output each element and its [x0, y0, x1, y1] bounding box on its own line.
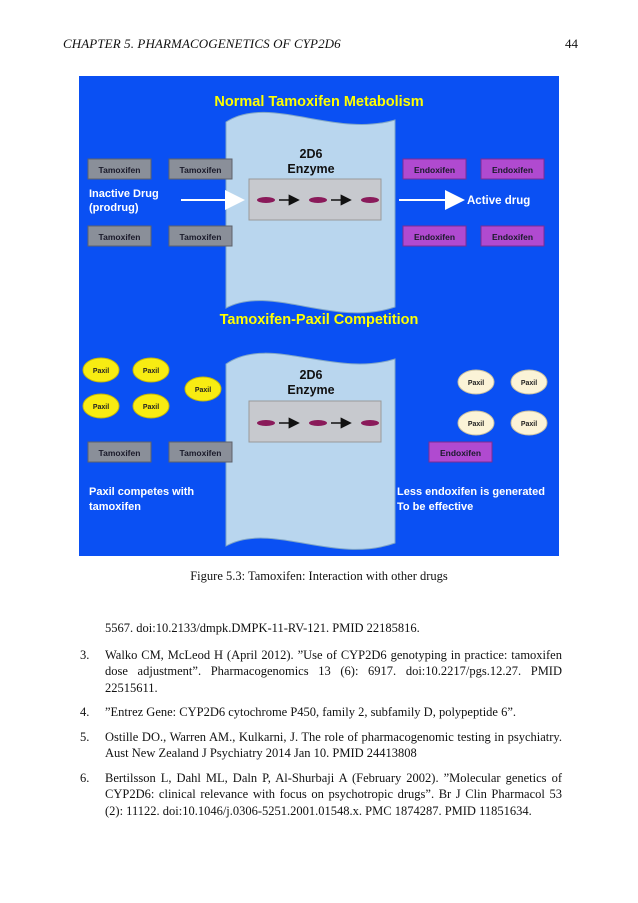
- references-list: 5567. doi:10.2133/dmpk.DMPK-11-RV-121. P…: [77, 620, 562, 827]
- reference-text: 5567. doi:10.2133/dmpk.DMPK-11-RV-121. P…: [105, 621, 420, 635]
- reference-text: ”Entrez Gene: CYP2D6 cytochrome P450, fa…: [105, 705, 517, 719]
- endoxifen-box: [480, 158, 545, 180]
- tamoxifen-label: Tamoxifen: [180, 232, 222, 242]
- reference-item: 4. ”Entrez Gene: CYP2D6 cytochrome P450,…: [77, 704, 562, 721]
- page-number: 44: [565, 36, 578, 51]
- paxil-label: Paxil: [521, 380, 537, 387]
- less-endoxifen-label-2: To be effective: [397, 501, 473, 513]
- molecule-dot: [361, 420, 379, 426]
- paxil-pill-white: [510, 369, 548, 395]
- enzyme-label-line2: Enzyme: [287, 162, 334, 176]
- paxil-label: Paxil: [521, 421, 537, 428]
- reference-number: 4.: [80, 705, 90, 719]
- paxil-pill-white: [510, 410, 548, 436]
- tamoxifen-label: Tamoxifen: [99, 232, 141, 242]
- reference-item: 6. Bertilsson L, Dahl ML, Daln P, Al-Shu…: [77, 770, 562, 820]
- paxil-pill: [184, 376, 222, 402]
- prodrug-label: (prodrug): [89, 202, 139, 214]
- tamoxifen-box: [168, 441, 233, 463]
- paxil-label: Paxil: [143, 404, 159, 411]
- tamoxifen-box: [87, 225, 152, 247]
- tamoxifen-box: [168, 158, 233, 180]
- paxil-pill: [82, 393, 120, 419]
- endoxifen-label: Endoxifen: [492, 165, 533, 175]
- tamoxifen-label: Tamoxifen: [99, 448, 141, 458]
- molecule-dot: [309, 197, 327, 203]
- endoxifen-label: Endoxifen: [440, 448, 481, 458]
- reference-number: 6.: [80, 770, 90, 785]
- reference-text: Ostille DO., Warren AM., Kulkarni, J. Th…: [105, 729, 562, 761]
- endoxifen-label: Endoxifen: [492, 232, 533, 242]
- paxil-pill-white: [457, 369, 495, 395]
- endoxifen-box: [402, 225, 467, 247]
- paxil-pill: [132, 393, 170, 419]
- enzyme-label-line1: 2D6: [300, 368, 323, 382]
- endoxifen-box: [480, 225, 545, 247]
- tamoxifen-box: [87, 441, 152, 463]
- endoxifen-box: [428, 441, 493, 463]
- endoxifen-label: Endoxifen: [414, 232, 455, 242]
- top-panel-title: Normal Tamoxifen Metabolism: [214, 94, 423, 110]
- endoxifen-label: Endoxifen: [414, 165, 455, 175]
- paxil-pill: [82, 357, 120, 383]
- enzyme-label-line2: Enzyme: [287, 383, 334, 397]
- paxil-label: Paxil: [468, 421, 484, 428]
- paxil-label: Paxil: [93, 368, 109, 375]
- molecule-dot: [361, 197, 379, 203]
- reference-number: 3.: [80, 647, 90, 662]
- enzyme-label-line1: 2D6: [300, 147, 323, 161]
- paxil-label: Paxil: [143, 368, 159, 375]
- figure-svg: Normal Tamoxifen Metabolism 2D6 Enzyme T…: [82, 94, 548, 550]
- reference-text: Walko CM, McLeod H (April 2012). ”Use of…: [105, 647, 562, 695]
- running-header: CHAPTER 5. PHARMACOGENETICS OF CYP2D6: [63, 36, 341, 51]
- reference-item: 3. Walko CM, McLeod H (April 2012). ”Use…: [77, 647, 562, 697]
- tamoxifen-box: [168, 225, 233, 247]
- paxil-pill-white: [457, 410, 495, 436]
- tamoxifen-box: [87, 158, 152, 180]
- paxil-label: Paxil: [468, 380, 484, 387]
- figure-caption: Figure 5.3: Tamoxifen: Interaction with …: [190, 569, 448, 583]
- less-endoxifen-label: Less endoxifen is generated: [397, 486, 545, 498]
- tamoxifen-label: Tamoxifen: [99, 165, 141, 175]
- paxil-label: Paxil: [195, 387, 211, 394]
- endoxifen-box: [402, 158, 467, 180]
- tamoxifen-figure: Normal Tamoxifen Metabolism 2D6 Enzyme T…: [79, 76, 559, 556]
- molecule-dot: [257, 420, 275, 426]
- paxil-pill: [132, 357, 170, 383]
- inactive-drug-label: Inactive Drug: [89, 188, 159, 200]
- tamoxifen-label: Tamoxifen: [180, 448, 222, 458]
- reference-number: 5.: [80, 729, 90, 744]
- paxil-competes-label: Paxil competes with: [89, 486, 194, 498]
- active-drug-label: Active drug: [467, 195, 530, 207]
- paxil-competes-label-2: tamoxifen: [89, 501, 141, 513]
- reference-text: Bertilsson L, Dahl ML, Daln P, Al-Shurba…: [105, 770, 562, 818]
- molecule-dot: [309, 420, 327, 426]
- reference-item: 5. Ostille DO., Warren AM., Kulkarni, J.…: [77, 729, 562, 762]
- paxil-label: Paxil: [93, 404, 109, 411]
- molecule-dot: [257, 197, 275, 203]
- bottom-panel-title: Tamoxifen-Paxil Competition: [220, 312, 419, 328]
- tamoxifen-label: Tamoxifen: [180, 165, 222, 175]
- reference-continuation: 5567. doi:10.2133/dmpk.DMPK-11-RV-121. P…: [77, 620, 562, 637]
